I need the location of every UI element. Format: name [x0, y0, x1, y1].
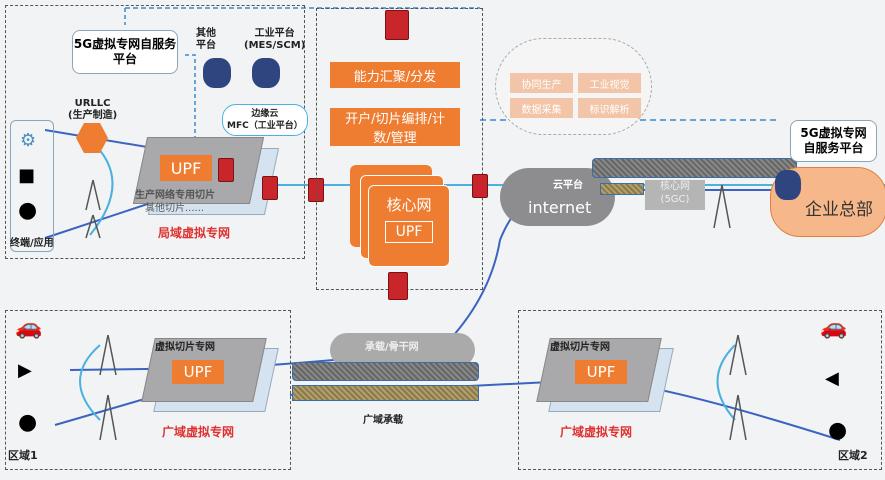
region-2-area [518, 310, 882, 470]
firewall-icon [385, 10, 409, 40]
firewall-icon [262, 176, 278, 200]
core-network-box[interactable]: 核心网 UPF [368, 185, 450, 267]
firewall-icon [218, 158, 234, 182]
region-1-label: 区域1 [8, 449, 38, 462]
industrial-platform-label: 工业平台 (MES/SCM) [244, 28, 306, 51]
robot-arm-icon: ⚙ [20, 130, 37, 151]
app-industrial-vision[interactable]: 工业视觉 [578, 73, 641, 93]
wan-network-title: 广域虚拟专网 [162, 425, 235, 439]
wan-bar-2 [292, 385, 479, 401]
transport-bar [592, 158, 797, 178]
transport-segment [600, 183, 644, 195]
app-identity-resolution[interactable]: 标识解析 [578, 98, 641, 118]
terminal-label: 终端/应用 [10, 238, 54, 249]
wan-bar-1 [292, 362, 479, 381]
machine-icon: ■ [18, 165, 36, 186]
firewall-icon [472, 174, 488, 198]
self-service-platform[interactable]: 5G虚拟专网自服务平台 [72, 30, 178, 74]
core-upf-box[interactable]: UPF [384, 221, 434, 243]
wan-slice-label: 虚拟切片专网 [550, 342, 610, 353]
wan-network-title: 广域虚拟专网 [560, 425, 633, 439]
other-platform-label: 其他 平台 [196, 28, 216, 51]
upf-box[interactable]: UPF [172, 360, 224, 384]
database-icon [203, 58, 231, 88]
head-gears-icon: ● [18, 198, 38, 223]
edge-cloud: 边缘云 MFC（工业平台） [222, 104, 308, 136]
core-network-label: 核心网 [386, 196, 432, 214]
hq-cloud [770, 167, 885, 237]
head-gears-icon: ● [828, 418, 848, 443]
hq-label: 企业总部 [805, 200, 873, 220]
local-virtual-network-area [5, 5, 305, 259]
wan-bearer-label: 广域承载 [363, 415, 403, 426]
database-icon [775, 170, 801, 200]
backbone-cloud [330, 333, 475, 367]
hq-self-service-platform[interactable]: 5G虚拟专网 自服务平台 [790, 120, 877, 162]
orchestration-box[interactable]: 开户/切片编排/计数/管理 [330, 108, 460, 146]
upf-box[interactable]: UPF [160, 155, 212, 181]
car-icon: 🚗 [15, 315, 43, 340]
database-icon [252, 58, 280, 88]
upf-box[interactable]: UPF [575, 360, 627, 384]
terminal-group [10, 120, 54, 252]
urllc-label: URLLC (生产制造) [68, 98, 118, 121]
app-data-collection[interactable]: 数据采集 [510, 98, 573, 118]
urllc-base-station-icon [76, 123, 108, 153]
core-5gc-box[interactable]: 核心网 (5GC) [645, 180, 705, 210]
firewall-icon [388, 272, 408, 300]
internet-label: internet [528, 198, 592, 217]
capability-aggregation-box[interactable]: 能力汇聚/分发 [330, 62, 460, 88]
app-collab-production[interactable]: 协同生产 [510, 73, 573, 93]
region-2-label: 区域2 [838, 449, 868, 462]
backbone-label: 承载/骨干网 [365, 342, 419, 353]
car-icon: 🚗 [820, 315, 848, 340]
local-network-title: 局域虚拟专网 [158, 226, 231, 240]
camera-icon: ▶ [18, 360, 32, 381]
camera-icon: ◀ [825, 368, 839, 389]
cloud-platform-label: 云平台 [553, 180, 583, 191]
wan-slice-label: 虚拟切片专网 [155, 342, 215, 353]
production-slice-label: 生产网络专用切片 [135, 190, 215, 201]
region-1-area [5, 310, 291, 470]
tower-icons [85, 179, 747, 441]
other-slice-label: 其他切片...... [145, 203, 205, 214]
head-gears-icon: ● [18, 410, 38, 435]
